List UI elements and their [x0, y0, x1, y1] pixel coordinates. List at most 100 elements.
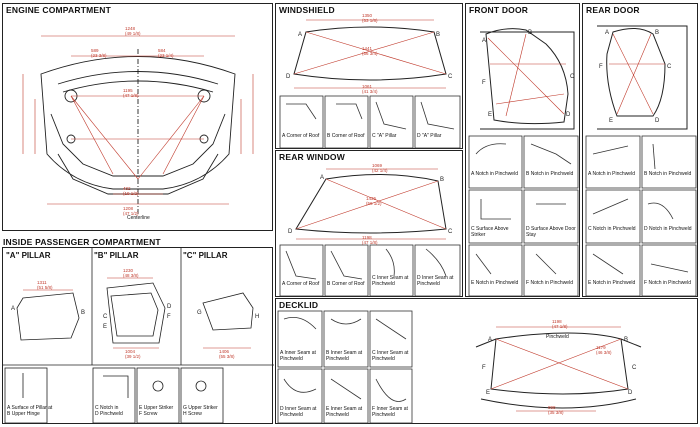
- windshield-caption-d: D "A" Pillar: [417, 133, 442, 139]
- windshield-letter-c: C: [448, 74, 453, 80]
- b-pillar-letter-d: D: [167, 304, 172, 310]
- decklid-dim-2: 1179(46 3/8): [596, 345, 612, 355]
- decklid-caption-e: E Inner Seam at Pinchweld: [326, 406, 363, 418]
- rear-door-letter-f: F: [599, 64, 603, 70]
- windshield-caption-c: C "A" Pillar: [372, 133, 397, 139]
- rear-window-panel: REAR WINDOW A B C D 1069(42 1/4) 1436(56…: [275, 150, 463, 297]
- engine-compartment-title: ENGINE COMPARTMENT: [6, 5, 111, 15]
- decklid-caption-a: A Inner Seam at Pinchweld: [280, 350, 316, 362]
- windshield-dim-3: 1061(41 3/4): [362, 84, 378, 94]
- decklid-dim-3: 898(35 3/8): [548, 405, 564, 415]
- decklid-pinchweld-label: Pinchweld: [546, 334, 569, 340]
- engine-dim-3: 584(23 1/4): [158, 48, 174, 58]
- decklid-panel: DECKLID A B C D E F 1198(47 1/8): [275, 298, 698, 424]
- c-pillar-dim: 1406(55 3/8): [219, 349, 235, 359]
- front-door-letter-e: E: [488, 112, 492, 118]
- engine-compartment-diagram: [22, 35, 254, 214]
- rear-window-diagram: A B C D: [279, 168, 461, 297]
- decklid-caption-b: B Inner Seam at Pinchweld: [326, 350, 363, 362]
- rear-door-letter-a: A: [605, 30, 609, 36]
- decklid-caption-c: C Inner Seam at Pinchweld: [372, 350, 409, 362]
- inside-compartment-panel: "A" PILLAR "B" PILLAR "C" PILLAR A B C: [2, 247, 274, 424]
- b-pillar-dim-2: 1004(39 1/2): [125, 349, 141, 359]
- rear-window-letter-c: C: [448, 229, 453, 235]
- inside-caption-c: C Notch in: [95, 405, 119, 411]
- front-door-letter-d: D: [566, 112, 571, 118]
- rear-door-caption-c: C Notch in Pinchweld: [588, 226, 636, 232]
- c-pillar-letter-g: G: [197, 310, 202, 316]
- engine-dim-2: 589(23 3/8): [91, 48, 107, 58]
- windshield-caption-a: A Corner of Roof: [282, 133, 320, 139]
- b-pillar-letter-c: C: [103, 314, 108, 320]
- inside-compartment-title: INSIDE PASSENGER COMPARTMENT: [3, 237, 161, 247]
- front-door-title: FRONT DOOR: [469, 5, 529, 15]
- decklid-caption-d: D Inner Seam at Pinchweld: [280, 406, 317, 418]
- rear-window-dim-3: 1198(47 1/8): [362, 235, 378, 245]
- front-door-caption-e: E Notch in Pinchweld: [471, 280, 519, 286]
- engine-centerline-label: Centerline: [127, 215, 150, 221]
- inside-caption-h: H Screw: [183, 411, 202, 417]
- front-door-letter-b: B: [528, 30, 532, 36]
- rear-window-caption-a: A Corner of Roof: [282, 281, 320, 287]
- rear-window-letter-d: D: [288, 229, 293, 235]
- rear-window-letter-a: A: [320, 175, 324, 181]
- decklid-letter-a: A: [488, 337, 492, 343]
- decklid-title: DECKLID: [279, 300, 319, 310]
- rear-door-diagram: A B C D E F: [585, 25, 697, 297]
- front-door-caption-f: F Notch in Pinchweld: [526, 280, 573, 286]
- rear-door-letter-b: B: [655, 30, 659, 36]
- rear-window-caption-d: D Inner Seam at Pinchweld: [417, 275, 454, 287]
- decklid-letter-c: C: [632, 365, 637, 371]
- windshield-diagram: A B C D: [279, 19, 461, 149]
- rear-window-caption-c: C Inner Seam at Pinchweld: [372, 275, 409, 287]
- windshield-letter-b: B: [436, 32, 440, 38]
- engine-dim-4: 1195(47 1/8): [123, 88, 139, 98]
- b-pillar-letter-e: E: [103, 324, 107, 330]
- c-pillar-title: "C" PILLAR: [183, 251, 228, 260]
- engine-dim-6: 1208(47 1/2): [123, 206, 139, 216]
- windshield-letter-d: D: [286, 74, 291, 80]
- engine-dim-1: 1248(49 1/8): [125, 26, 141, 36]
- decklid-dim-1: 1198(47 1/8): [552, 319, 568, 329]
- inside-caption-g: G Upper Striker: [183, 405, 218, 411]
- decklid-letter-b: B: [624, 337, 628, 343]
- front-door-caption-b: B Notch in Pinchweld: [526, 171, 574, 177]
- front-door-letter-a: A: [482, 38, 486, 44]
- front-door-diagram: A B C D E F: [468, 28, 579, 297]
- inside-caption-e: E Upper Striker: [139, 405, 174, 411]
- a-pillar-dim: 1311(51 5/8): [37, 280, 53, 290]
- b-pillar-dim-1: 1230(48 3/8): [123, 268, 139, 278]
- rear-door-letter-c: C: [667, 64, 672, 70]
- rear-door-caption-f: F Notch in Pinchweld: [644, 280, 691, 286]
- b-pillar-title: "B" PILLAR: [94, 251, 139, 260]
- rear-door-panel: REAR DOOR A B C D E F A Notch in Pinchwe…: [582, 3, 698, 297]
- rear-window-dim-2: 1436(56 1/2): [366, 196, 382, 206]
- decklid-letter-d: D: [628, 390, 633, 396]
- rear-door-caption-d: D Notch in Pinchweld: [644, 226, 692, 232]
- inside-caption-d: D Pinchweld: [95, 411, 123, 417]
- decklid-letter-f: F: [482, 365, 486, 371]
- rear-window-dim-1: 1069(42 1/4): [372, 163, 388, 173]
- rear-door-title: REAR DOOR: [586, 5, 640, 15]
- front-door-caption-d: D Surface Above Door Stay: [526, 226, 576, 238]
- rear-door-caption-e: E Notch in Pinchweld: [588, 280, 636, 286]
- front-door-letter-c: C: [570, 74, 575, 80]
- rear-door-caption-a: A Notch in Pinchweld: [588, 171, 635, 177]
- rear-window-caption-b: B Corner of Roof: [327, 281, 365, 287]
- a-pillar-letter-b: B: [81, 310, 85, 316]
- windshield-panel: WINDSHIELD A B C D 1350(53 1/8) 1441(56 …: [275, 3, 463, 149]
- decklid-caption-f: F Inner Seam at Pinchweld: [372, 406, 408, 418]
- rear-window-letter-b: B: [440, 177, 444, 183]
- b-pillar-letter-f: F: [167, 314, 171, 320]
- c-pillar-letter-h: H: [255, 314, 259, 320]
- decklid-letter-e: E: [486, 390, 490, 396]
- windshield-title: WINDSHIELD: [279, 5, 335, 15]
- engine-dim-5: 482(19 1/2): [123, 186, 139, 196]
- windshield-caption-b: B Corner of Roof: [327, 133, 365, 139]
- engine-compartment-panel: ENGINE COMPARTMENT 1248(49 1/8) 589(23 3…: [2, 3, 273, 231]
- a-pillar-title: "A" PILLAR: [6, 251, 51, 260]
- front-door-caption-c: C Surface Above Striker: [471, 226, 509, 238]
- inside-compartment-diagram: A B C D E F G H: [3, 248, 274, 424]
- inside-caption-f: F Screw: [139, 411, 158, 417]
- front-door-panel: FRONT DOOR A B C D E F A Notch in Pinchw…: [465, 3, 580, 297]
